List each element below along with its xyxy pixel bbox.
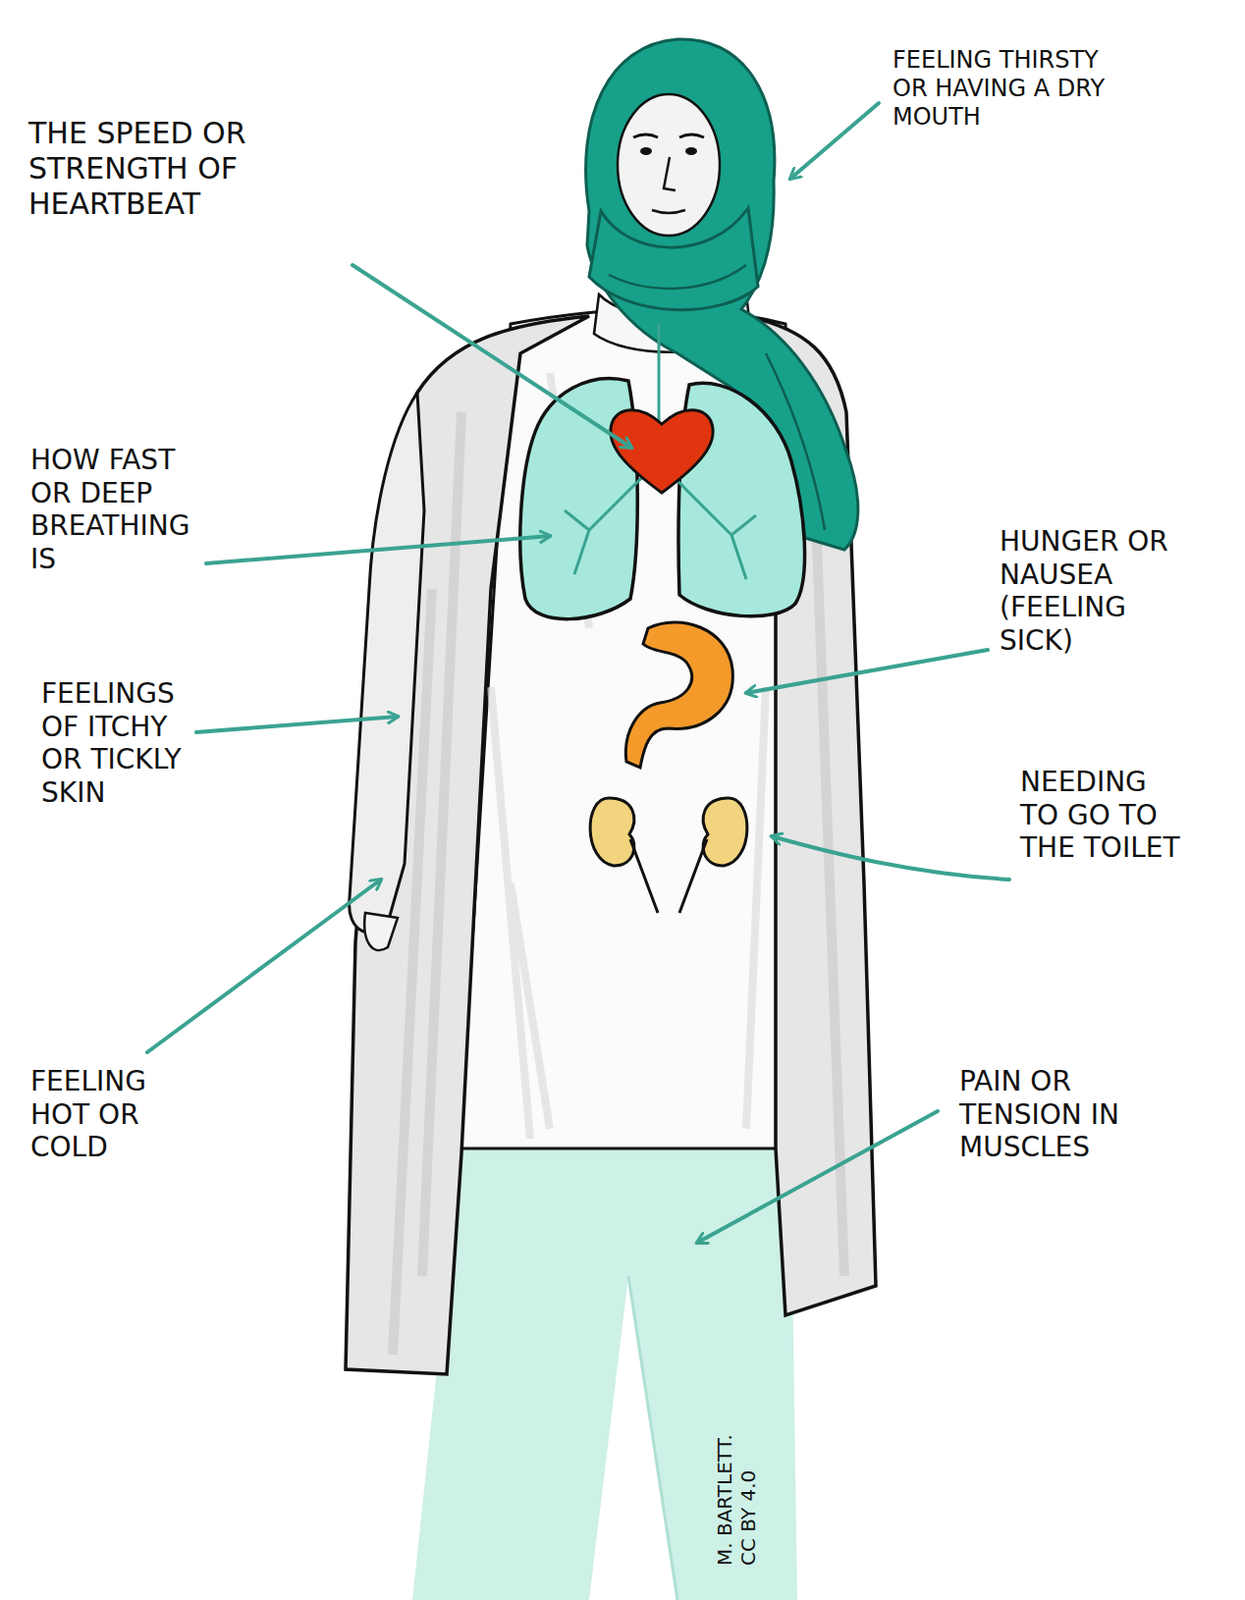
eye — [685, 147, 698, 156]
callout-label: NEEDING TO GO TO THE TOILET — [1020, 765, 1183, 866]
callout-label: THE SPEED OR STRENGTH OF HEARTBEAT — [28, 115, 284, 222]
coat-shading — [814, 490, 845, 1277]
callout-label: FEELINGS OF ITCHY OR TICKLY SKIN — [41, 677, 209, 810]
face — [617, 94, 720, 236]
hand — [364, 913, 398, 951]
heart — [610, 410, 713, 493]
coat-sleeve — [349, 392, 425, 933]
eye — [640, 147, 652, 156]
airways — [564, 324, 757, 580]
callout-label: FEELING HOT OR COLD — [30, 1065, 188, 1165]
leader-arrow — [147, 879, 381, 1053]
kidney — [590, 798, 635, 867]
scarf-wrap — [589, 208, 758, 311]
kidney — [703, 798, 748, 867]
leader-arrow — [790, 103, 879, 179]
leader-arrow — [206, 536, 550, 564]
nose — [663, 157, 676, 191]
leader-arrow — [746, 649, 988, 694]
callout-label: PAIN OR TENSION IN MUSCLES — [959, 1065, 1141, 1165]
eyebrows — [633, 134, 704, 138]
callout-label: HUNGER OR NAUSEA (FEELING SICK) — [999, 525, 1187, 657]
callout-label: FEELING THIRSTY OR HAVING A DRY MOUTH — [892, 46, 1129, 131]
callout-label: HOW FAST OR DEEP BREATHING IS — [30, 443, 208, 576]
leader-arrow — [352, 265, 632, 448]
mouth — [651, 210, 686, 214]
leader-arrow — [196, 716, 398, 733]
leader-arrow — [771, 836, 1010, 880]
coat-shading — [392, 412, 462, 1355]
signature-label: M. BARTLETT. CC BY 4.0 — [712, 1418, 760, 1567]
leader-arrow — [697, 1111, 938, 1244]
stomach — [625, 622, 733, 768]
leg-line — [628, 1276, 678, 1600]
ureters — [630, 839, 707, 914]
legs — [412, 1138, 798, 1600]
